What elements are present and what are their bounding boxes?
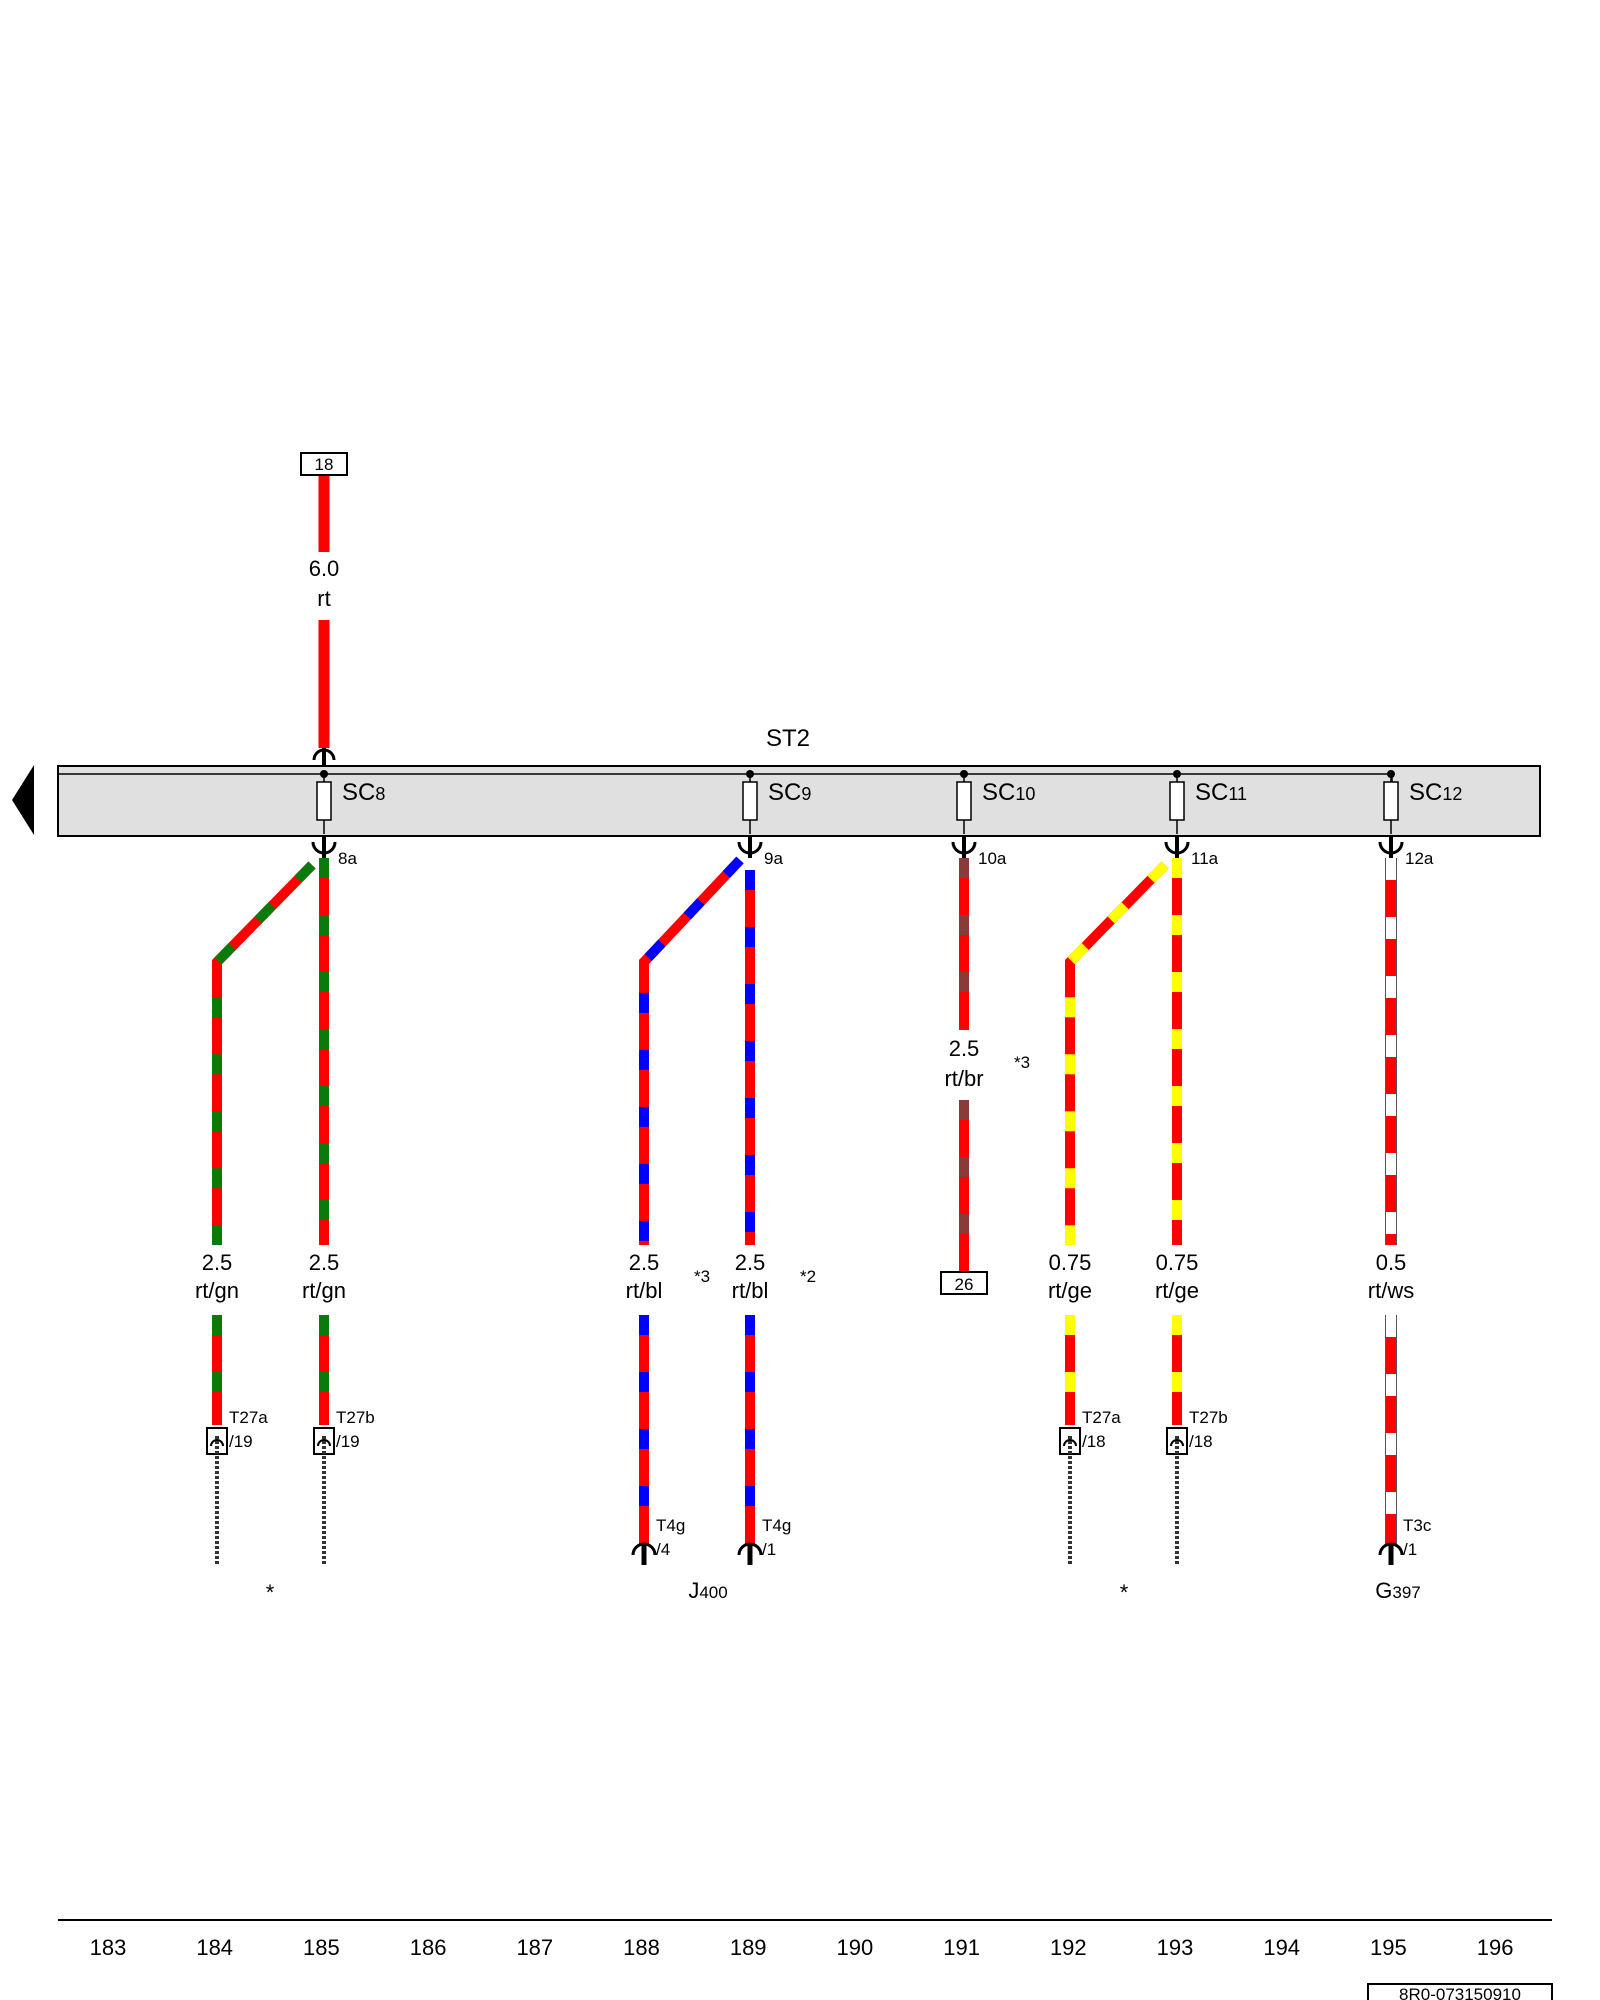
column-number: 184 (196, 1935, 233, 1960)
column-number: 196 (1477, 1935, 1514, 1960)
fuse-label: SC9 (768, 779, 811, 806)
fuse-pin-label: 10a (978, 849, 1007, 868)
connector-pin: /1 (762, 1540, 776, 1559)
plug-connector-icon (737, 1542, 763, 1556)
wire-footnote: *2 (800, 1267, 816, 1286)
connector-id: T27a (229, 1408, 268, 1427)
terminal-18-box (300, 452, 348, 476)
connector-id: T27b (1189, 1408, 1228, 1427)
component-label: J400 (688, 1578, 727, 1603)
rail-label: ST2 (766, 725, 810, 752)
wire-upper-3-tracer (639, 856, 744, 1245)
connector-pin: /1 (1403, 1540, 1417, 1559)
connector-pin: /19 (336, 1432, 360, 1451)
column-number: 183 (90, 1935, 127, 1960)
column-number: 188 (623, 1935, 660, 1960)
doc-number: 8R0-073150910 (1399, 1985, 1521, 2000)
labels-layer: 2.5 rt/gn 2.5 rt/gn 2.5 rt/bl *3 2.5 rt/bl *2 2.5 r… (195, 1036, 1432, 1605)
harness-pin-icon (317, 1439, 331, 1447)
connector-id: T4g (656, 1516, 685, 1535)
fuses-layer: SC8 8a SC9 9a SC10 10a SC11 11a SC12 12a (311, 770, 1462, 868)
wire-size-label: 0.5 (1376, 1250, 1407, 1275)
fuse-pin-label: 8a (338, 849, 357, 868)
component-label: * (266, 1580, 275, 1605)
terminal-26-box (940, 1271, 988, 1295)
column-number: 191 (943, 1935, 980, 1960)
wire-upper-6-tracer (1065, 861, 1169, 1245)
fuse-label: SC11 (1195, 779, 1247, 806)
fuse-icon (1169, 781, 1185, 821)
fuse-rail-group: ST2 (57, 725, 1541, 837)
fuse-icon (956, 781, 972, 821)
wire-size-label: 2.5 (949, 1036, 980, 1061)
feed-wire-color: rt (317, 586, 330, 611)
column-number: 189 (730, 1935, 767, 1960)
harness-pin-icon (1063, 1439, 1077, 1447)
connector-id: T27a (1082, 1408, 1121, 1427)
plug-connector-icon (631, 1542, 657, 1556)
column-number: 192 (1050, 1935, 1087, 1960)
doc-number-box (1367, 1983, 1553, 2000)
fuse-icon (1383, 781, 1399, 821)
wire-footnote: *3 (1014, 1053, 1030, 1072)
fuse-pin-label: 11a (1191, 849, 1219, 868)
component-label: G397 (1375, 1578, 1421, 1603)
wire-color-code: rt/bl (732, 1278, 769, 1303)
wire-color-code: rt/ge (1048, 1278, 1092, 1303)
terminal-26-label: 26 (955, 1275, 974, 1294)
wire-upper-6 (1065, 861, 1169, 1245)
column-number: 190 (837, 1935, 874, 1960)
column-number: 193 (1157, 1935, 1194, 1960)
column-number: 194 (1263, 1935, 1300, 1960)
harness-pin-icon (1170, 1439, 1184, 1447)
column-number: 195 (1370, 1935, 1407, 1960)
wire-color-code: rt/ws (1368, 1278, 1414, 1303)
wire-upper-3 (639, 856, 744, 1245)
wire-size-label: 2.5 (735, 1250, 766, 1275)
feed-wire-group: 18 6.0 rt (300, 452, 348, 772)
wire-color-code: rt/gn (195, 1278, 239, 1303)
column-number: 187 (516, 1935, 553, 1960)
column-numbers: 183 184 185 186 187 188 189 190 191 192 193 194 195 1… (90, 1935, 1514, 1960)
wires-layer (212, 856, 1397, 1545)
wire-color-code: rt/bl (626, 1278, 663, 1303)
column-number: 186 (410, 1935, 447, 1960)
wire-size-label: 2.5 (629, 1250, 660, 1275)
plug-connector-icon (1378, 1542, 1404, 1556)
column-number: 185 (303, 1935, 340, 1960)
connector-id: T3c (1403, 1516, 1432, 1535)
wire-size-label: 0.75 (1049, 1250, 1092, 1275)
connector-pin: /4 (656, 1540, 670, 1559)
wire-color-code: rt/br (944, 1066, 983, 1091)
wire-footnote: *3 (694, 1267, 710, 1286)
fuse-pin-label: 9a (764, 849, 783, 868)
previous-page-arrow-icon[interactable] (12, 765, 34, 835)
component-label: * (1120, 1580, 1129, 1605)
harness-pin-icon (210, 1439, 224, 1447)
wire-color-code: rt/ge (1155, 1278, 1199, 1303)
fuse-icon (742, 781, 758, 821)
wire-upper-1 (212, 861, 316, 1245)
terminal-18-label: 18 (315, 455, 334, 474)
connector-pin: /18 (1189, 1432, 1213, 1451)
fuse-label: SC8 (342, 779, 385, 806)
connector-id: T4g (762, 1516, 791, 1535)
fuse-rail (57, 765, 1541, 837)
fuse-label: SC12 (1409, 779, 1462, 806)
fuse-icon (316, 781, 332, 821)
connector-pin: /18 (1082, 1432, 1106, 1451)
wire-color-code: rt/gn (302, 1278, 346, 1303)
fuse-label: SC10 (982, 779, 1035, 806)
wire-upper-1-tracer (212, 861, 316, 1245)
connector-id: T27b (336, 1408, 375, 1427)
wire-size-label: 0.75 (1156, 1250, 1199, 1275)
feed-wire-size: 6.0 (309, 556, 340, 581)
wire-size-label: 2.5 (309, 1250, 340, 1275)
connector-pin: /19 (229, 1432, 253, 1451)
fuse-pin-label: 12a (1405, 849, 1434, 868)
wire-size-label: 2.5 (202, 1250, 233, 1275)
